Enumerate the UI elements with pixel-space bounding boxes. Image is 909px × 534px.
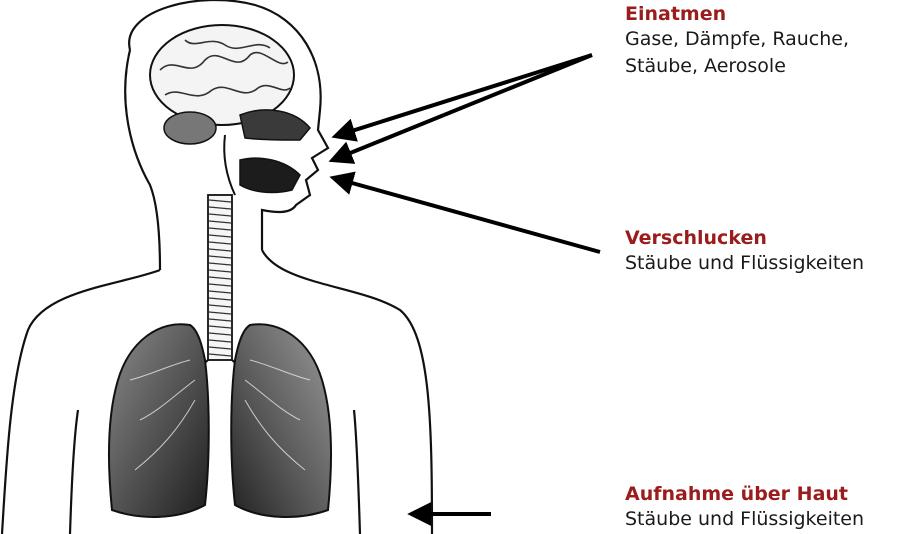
route-text: Gase, Dämpfe, Rauche, <box>625 26 849 53</box>
route-text: Stäube und Flüssigkeiten <box>625 506 864 533</box>
route-inhalation: Einatmen Gase, Dämpfe, Rauche, Stäube, A… <box>625 2 849 80</box>
route-text: Stäube und Flüssigkeiten <box>625 250 864 277</box>
arrow-icon <box>336 55 592 136</box>
route-skin: Aufnahme über Haut Stäube und Flüssigkei… <box>625 482 864 533</box>
route-title: Einatmen <box>625 2 849 26</box>
arrow-icon <box>333 55 592 160</box>
arrow-icon <box>334 178 600 252</box>
route-title: Aufnahme über Haut <box>625 482 864 506</box>
route-title: Verschlucken <box>625 226 864 250</box>
arrow-group <box>333 55 600 514</box>
route-ingestion: Verschlucken Stäube und Flüssigkeiten <box>625 226 864 277</box>
route-text: Stäube, Aerosole <box>625 53 849 80</box>
